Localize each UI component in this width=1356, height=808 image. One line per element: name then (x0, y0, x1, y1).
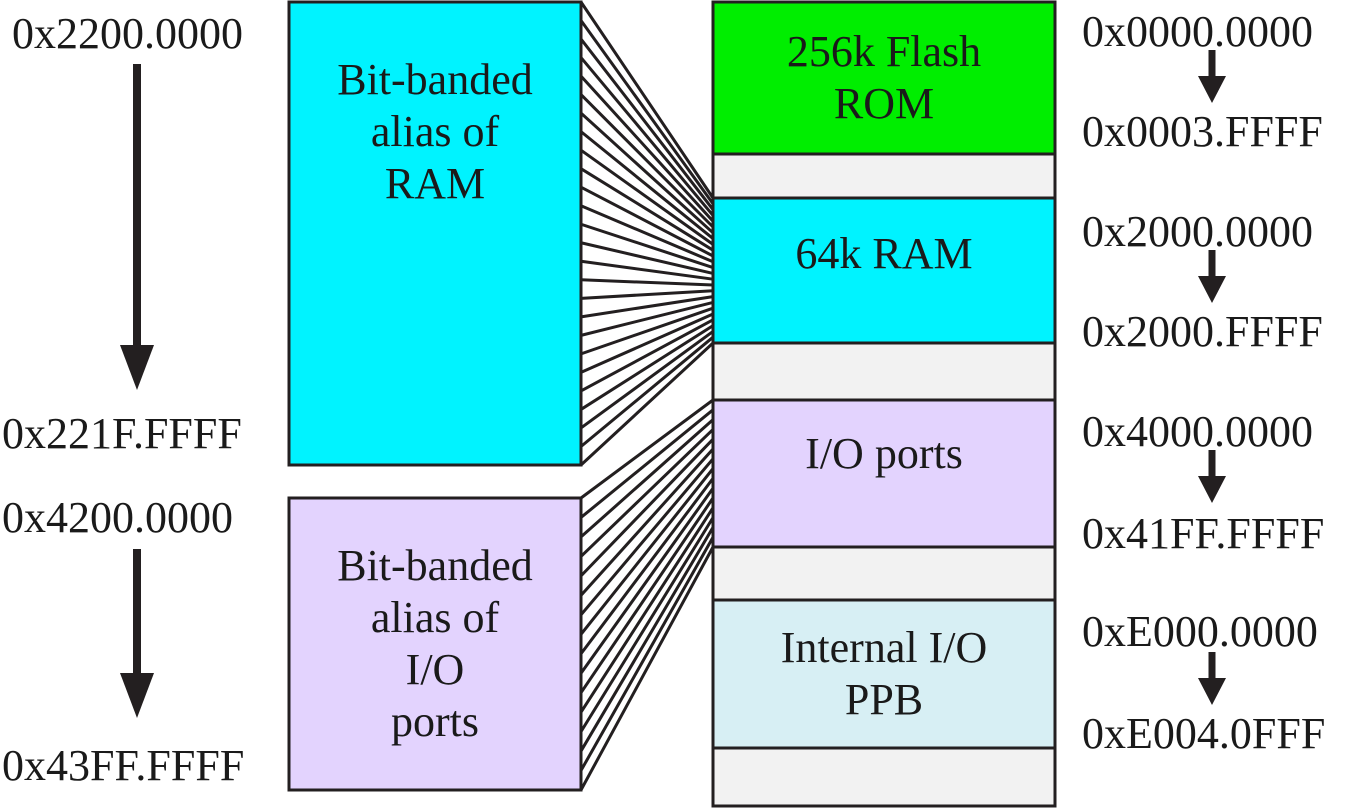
ram-region (711, 196, 1057, 345)
ram-connector-line (580, 259, 714, 281)
bitband-io-alias-box (287, 496, 583, 792)
ram-connector-line (579, 56, 715, 217)
ram-connector-line (579, 341, 715, 467)
io-alias-start-address: 0x4200.0000 (2, 493, 233, 542)
io-connector-line (579, 526, 715, 752)
ram-connector-line (580, 222, 714, 270)
io-connector-line (579, 467, 715, 636)
io-connector-line (579, 546, 715, 791)
internal-io-ppb-label: Internal I/O PPB (713, 600, 1055, 748)
ram-connector-line (580, 204, 714, 264)
io-range-arrow (1198, 450, 1226, 503)
io-alias-range-arrow (120, 549, 154, 718)
internal-io-ppb-region (711, 598, 1057, 750)
ram-end-address: 0x2000.FFFF (1082, 307, 1323, 356)
io-connector-line (579, 457, 715, 616)
ram-alias-range-arrow (120, 64, 154, 390)
io-connector-line (579, 516, 715, 733)
ram-alias-start-address: 0x2200.0000 (12, 9, 243, 58)
ram-connector-line (580, 241, 714, 275)
ram-connector-line (580, 295, 714, 319)
bitband-ram-alias-line: RAM (384, 159, 486, 208)
ram-connector-line (580, 278, 714, 287)
io-connector-line (579, 487, 715, 675)
ram-connector-line (580, 306, 714, 356)
ram-bitband-connector-lines (579, 1, 715, 467)
ram-line: 64k RAM (795, 229, 973, 278)
ram-start-address: 0x2000.0000 (1082, 207, 1313, 256)
bitband-io-alias-label: Bit-banded alias of I/O ports (289, 498, 581, 790)
ram-connector-line (579, 38, 715, 211)
bitband-ram-alias-box (287, 0, 583, 467)
ram-connector-line (580, 289, 714, 300)
ram-connector-line (579, 93, 715, 229)
io-connector-line (579, 536, 715, 772)
internal-io-ppb-line: Internal I/O (780, 623, 988, 672)
ram-connector-line (579, 1, 715, 199)
ram-label: 64k RAM (713, 190, 1055, 318)
bitband-ram-alias-label: Bit-banded alias of RAM (289, 2, 581, 262)
ram-connector-line (579, 75, 715, 223)
bitband-ram-alias-line: Bit-banded (337, 55, 533, 104)
ram-connector-line (580, 167, 714, 252)
io-connector-line (580, 418, 714, 539)
ram-connector-line (580, 324, 714, 411)
flash-rom-region (711, 0, 1057, 156)
ppb-range-arrow (1198, 652, 1226, 705)
internal-io-ppb-line: PPB (844, 675, 924, 724)
io-connector-line (579, 428, 715, 558)
io-connector-line (580, 398, 714, 500)
flash-end-address: 0x0003.FFFF (1082, 107, 1323, 156)
ram-range-arrow (1198, 250, 1226, 303)
bitband-io-alias-line: alias of (370, 593, 500, 642)
bitband-io-alias-line: Bit-banded (337, 541, 533, 590)
io-connector-line (579, 438, 715, 577)
ram-connector-line (580, 312, 714, 374)
bitband-ram-alias-line: alias of (370, 107, 500, 156)
flash-rom-label: 256k Flash ROM (713, 2, 1055, 154)
io-alias-end-address: 0x43FF.FFFF (2, 741, 245, 790)
io-ports-region (711, 398, 1057, 549)
io-connector-line (579, 447, 715, 597)
ram-connector-line (580, 318, 714, 393)
io-connector-line (580, 408, 714, 519)
ram-connector-line (580, 300, 714, 337)
flash-rom-line: ROM (833, 79, 935, 128)
flash-range-arrow (1198, 50, 1226, 103)
ram-connector-line (580, 148, 714, 246)
ram-connector-line (579, 112, 715, 234)
ram-connector-line (580, 185, 714, 258)
bitband-io-alias-line: ports (391, 697, 479, 746)
io-connector-line (579, 506, 715, 713)
ram-connector-line (580, 130, 714, 240)
ram-connector-line (579, 19, 715, 205)
flash-start-address: 0x0000.0000 (1082, 7, 1313, 56)
io-ports-line: I/O ports (805, 429, 963, 478)
io-end-address: 0x41FF.FFFF (1082, 509, 1325, 558)
ppb-start-address: 0xE000.0000 (1082, 607, 1318, 656)
ppb-end-address: 0xE004.0FFF (1082, 709, 1326, 758)
ram-alias-end-address: 0x221F.FFFF (2, 409, 242, 458)
bitband-io-alias-line: I/O (405, 645, 465, 694)
io-start-address: 0x4000.0000 (1082, 407, 1313, 456)
ram-connector-line (580, 336, 714, 448)
ram-connector-line (580, 330, 714, 430)
flash-rom-line: 256k Flash (786, 27, 982, 76)
io-bitband-connector-lines (579, 398, 715, 791)
io-connector-line (579, 477, 715, 655)
io-ports-label: I/O ports (713, 390, 1055, 518)
io-connector-line (579, 497, 715, 694)
